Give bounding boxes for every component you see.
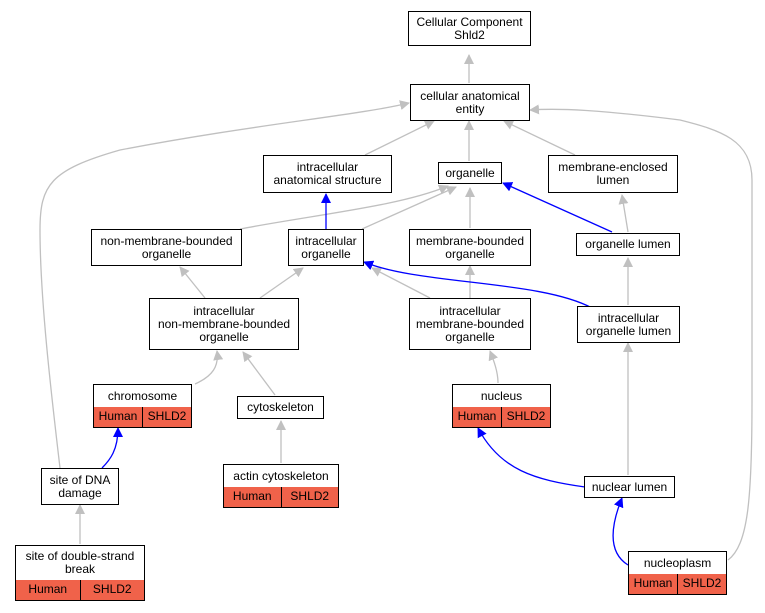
- node-label: intracellular organelle lumen: [585, 310, 672, 338]
- node-label: intracellular non-membrane-bounded organ…: [157, 303, 291, 344]
- node-label: membrane-enclosed lumen: [558, 160, 668, 187]
- node-label: cytoskeleton: [247, 400, 314, 414]
- node-label: nucleoplasm: [643, 555, 712, 570]
- node-non-membrane-bounded-organelle[interactable]: non-membrane-bounded organelle: [91, 229, 242, 266]
- node-cytoskeleton[interactable]: cytoskeleton: [237, 396, 324, 419]
- annotation-gene: SHLD2: [142, 407, 191, 427]
- node-cellular-anatomical-entity[interactable]: cellular anatomical entity: [410, 84, 530, 121]
- edge-io-organelle: [361, 186, 457, 230]
- node-label: Cellular Component Shld2: [416, 14, 523, 42]
- annotation-site-of-double-strand-break: Human SHLD2: [15, 580, 145, 601]
- node-nucleus[interactable]: nucleus: [452, 384, 551, 408]
- node-label: nuclear lumen: [591, 479, 668, 494]
- annotation-species: Human: [232, 489, 272, 503]
- node-label: site of double-strand break: [25, 549, 135, 576]
- node-membrane-bounded-organelle[interactable]: membrane-bounded organelle: [409, 229, 531, 266]
- edge-nucleoplasm-nuclumen: [612, 497, 629, 566]
- node-chromosome[interactable]: chromosome: [93, 384, 192, 408]
- node-label: intracellular membrane-bounded organelle: [415, 303, 525, 344]
- annotation-gene: SHLD2: [501, 407, 550, 427]
- edge-chromosome-inmbo: [194, 350, 224, 385]
- node-label: intracellular anatomical structure: [273, 160, 382, 187]
- node-label: chromosome: [107, 388, 178, 403]
- annotation-species: Human: [457, 409, 497, 423]
- edge-nuclumen-nucleus: [477, 427, 586, 488]
- annotation-nucleoplasm: Human SHLD2: [628, 574, 727, 595]
- node-label: membrane-bounded organelle: [415, 233, 525, 261]
- node-actin-cytoskeleton[interactable]: actin cytoskeleton: [223, 464, 339, 488]
- annotation-species: Human: [633, 576, 673, 590]
- node-cellular-component-root[interactable]: Cellular Component Shld2: [408, 11, 531, 46]
- annotation-nucleus: Human SHLD2: [452, 407, 551, 428]
- edge-imbo-io: [371, 267, 431, 299]
- edge-dna-chromosome: [101, 427, 123, 469]
- node-organelle[interactable]: organelle: [438, 162, 502, 184]
- node-label: site of DNA damage: [49, 472, 111, 500]
- annotation-actin-cytoskeleton: Human SHLD2: [223, 487, 339, 508]
- edge-ias-cae: [364, 120, 435, 156]
- node-label: non-membrane-bounded organelle: [100, 233, 233, 261]
- node-intracellular-organelle-lumen[interactable]: intracellular organelle lumen: [577, 306, 680, 343]
- node-intracellular-non-membrane-bounded-organelle[interactable]: intracellular non-membrane-bounded organ…: [149, 298, 299, 350]
- annotation-gene: SHLD2: [677, 574, 726, 594]
- node-site-of-dna-damage[interactable]: site of DNA damage: [41, 468, 119, 505]
- edge-inmbo-io: [259, 267, 304, 299]
- node-intracellular-organelle[interactable]: intracellular organelle: [288, 229, 364, 266]
- node-label: actin cytoskeleton: [233, 468, 329, 483]
- node-label: nucleus: [480, 388, 523, 403]
- node-label: organelle lumen: [585, 237, 671, 251]
- edge-mel-cae: [503, 120, 576, 156]
- node-membrane-enclosed-lumen[interactable]: membrane-enclosed lumen: [548, 155, 678, 193]
- edge-inmbo-nmbo: [179, 266, 206, 299]
- annotation-species: Human: [28, 582, 68, 596]
- node-intracellular-membrane-bounded-organelle[interactable]: intracellular membrane-bounded organelle: [409, 298, 531, 350]
- annotation-gene: SHLD2: [280, 487, 339, 507]
- node-intracellular-anatomical-structure[interactable]: intracellular anatomical structure: [263, 155, 392, 193]
- node-nuclear-lumen[interactable]: nuclear lumen: [584, 476, 675, 498]
- annotation-gene: SHLD2: [79, 580, 145, 600]
- node-label: cellular anatomical entity: [420, 88, 520, 116]
- node-nucleoplasm[interactable]: nucleoplasm: [628, 551, 727, 575]
- node-site-of-double-strand-break[interactable]: site of double-strand break: [15, 545, 145, 581]
- node-label: organelle: [445, 165, 495, 180]
- edge-ol-mel: [618, 194, 629, 233]
- node-organelle-lumen[interactable]: organelle lumen: [576, 233, 680, 256]
- annotation-chromosome: Human SHLD2: [93, 407, 192, 428]
- edge-cytoskeleton-inmbo: [242, 351, 276, 396]
- annotation-species: Human: [98, 409, 138, 423]
- node-label: intracellular organelle: [295, 233, 357, 261]
- edge-nucleus-imbo: [488, 350, 499, 384]
